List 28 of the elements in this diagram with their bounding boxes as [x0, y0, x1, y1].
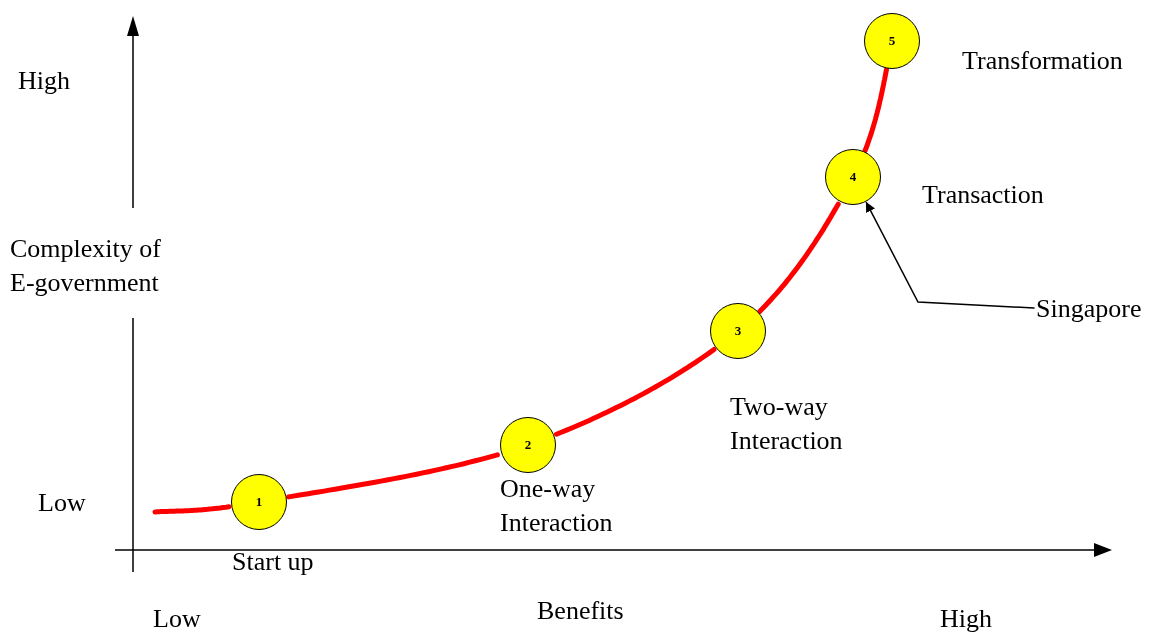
- growth-curve: [152, 504, 232, 515]
- stage-label: Start up: [232, 546, 315, 578]
- stage-number: 1: [255, 494, 263, 510]
- stage-label: Transformation: [962, 45, 1124, 77]
- axis-label: High: [18, 65, 71, 97]
- stage-circle: [825, 149, 881, 205]
- axis-title: Complexity of E-government: [10, 233, 162, 299]
- stage-number: 5: [888, 33, 896, 49]
- stage-circle: [231, 474, 287, 530]
- axis-title: Benefits: [537, 595, 625, 627]
- axis-label: High: [940, 603, 993, 633]
- country-label: Singapore: [1036, 294, 1142, 323]
- axis-label: Low: [153, 603, 202, 633]
- stage-label: Transaction: [922, 179, 1045, 211]
- stage-circle: [500, 417, 556, 473]
- stage-circle: [710, 303, 766, 359]
- growth-curve: [554, 347, 717, 437]
- axis-label: Low: [38, 487, 87, 519]
- stage-number: 2: [524, 437, 532, 453]
- stage-label: Two-way Interaction: [730, 391, 844, 457]
- leader-arrow: [865, 201, 1035, 309]
- stage-number: 4: [849, 169, 857, 185]
- growth-curve: [757, 201, 841, 314]
- growth-curve: [286, 452, 500, 500]
- stage-circle: [864, 13, 920, 69]
- stage-number: 3: [734, 323, 742, 339]
- stage-label: One-way Interaction: [500, 473, 614, 539]
- growth-curve: [862, 66, 889, 154]
